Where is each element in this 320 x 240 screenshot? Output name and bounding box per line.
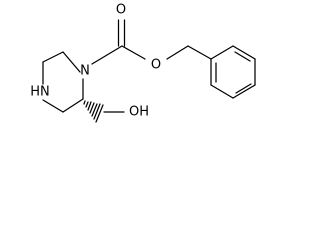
bond-ch2-phenyl xyxy=(187,45,212,60)
molecule-diagram: O O N HN OH xyxy=(30,3,256,123)
bond-carbonyl-ester-oxygen xyxy=(121,45,146,60)
label-carbonyl-oxygen: O xyxy=(116,3,126,18)
bond-phenyl-inner-c xyxy=(234,51,251,62)
bond-phenyl-5 xyxy=(232,45,256,60)
label-hydroxyl: OH xyxy=(129,105,149,120)
label-ring-nitrogen: N xyxy=(80,64,90,79)
bond-ester-oxygen-ch2 xyxy=(166,45,189,60)
bond-phenyl-6 xyxy=(210,45,234,60)
bond-ring-c2-c3 xyxy=(42,51,64,63)
bond-phenyl-2 xyxy=(210,84,234,99)
bond-phenyl-3 xyxy=(232,84,256,99)
bond-n-carbonyl-carbon xyxy=(91,45,123,65)
bond-ring-nh-c5 xyxy=(42,99,64,113)
label-ester-oxygen: O xyxy=(151,58,161,73)
bond-phenyl-inner-b xyxy=(235,83,252,94)
label-ring-amine: HN xyxy=(30,85,50,100)
bond-ring-c5-c6 xyxy=(62,98,84,113)
stereo-hashed-wedge xyxy=(83,100,104,123)
chemical-structure-canvas: O O N HN OH xyxy=(30,2,256,123)
bond-ring-n1-c2 xyxy=(62,51,81,73)
